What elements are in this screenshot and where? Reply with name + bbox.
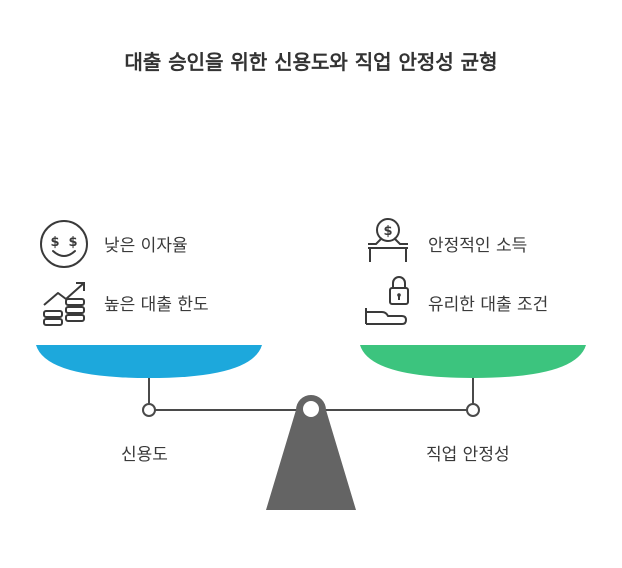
left-base-label: 신용도 [121, 445, 168, 465]
svg-text:$: $ [68, 235, 77, 250]
dollar-coin-on-desk-icon: $ [362, 214, 414, 270]
left-beam-joint [142, 403, 156, 417]
svg-text:$: $ [383, 224, 392, 239]
padlock-hand-icon [362, 274, 414, 332]
right-item-label-1: 안정적인 소득 [428, 236, 528, 256]
left-item-label-1: 낮은 이자율 [104, 236, 188, 256]
smiley-dollar-eyes-icon: $ $ [38, 218, 90, 274]
right-base-label: 직업 안정성 [426, 445, 510, 465]
left-item-label-2: 높은 대출 한도 [104, 295, 209, 315]
diagram-title: 대출 승인을 위한 신용도와 직업 안정성 균형 [124, 50, 498, 74]
rising-coins-chart-icon [38, 277, 92, 333]
fulcrum [266, 395, 356, 510]
svg-text:$: $ [50, 235, 59, 250]
fulcrum-pivot [303, 401, 319, 417]
right-beam-joint [466, 403, 480, 417]
right-item-label-2: 유리한 대출 조건 [428, 295, 549, 315]
right-pan [360, 345, 586, 378]
left-pan [36, 345, 262, 378]
